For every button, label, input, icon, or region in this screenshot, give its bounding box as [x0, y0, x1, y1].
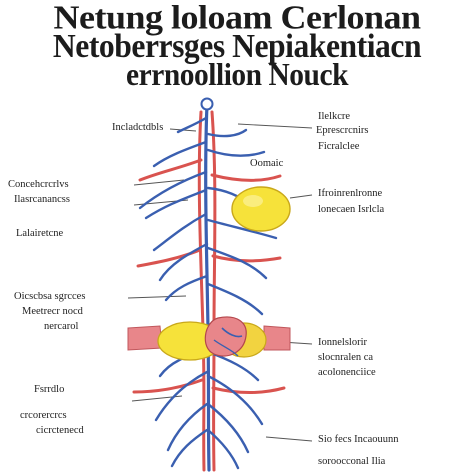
nerve-branch [138, 170, 208, 210]
leader-line [265, 436, 313, 442]
label-left-top: Incladctdbls [112, 122, 164, 133]
nerve-branch [166, 402, 209, 452]
label-left-upper-3: Lalairetcne [16, 228, 64, 239]
nerve-branch [206, 148, 266, 157]
nerve-branch [206, 218, 278, 240]
nerve-branch [170, 428, 209, 468]
label-right-small: Oomaic [250, 158, 284, 169]
leader-lines [127, 123, 313, 442]
red-branch [132, 378, 204, 394]
blue-nerves [138, 102, 278, 472]
pink-organ-left [127, 325, 163, 351]
nerve-branch [164, 274, 209, 302]
organ-vessel [221, 327, 243, 338]
label-left-mid-3: nercarol [44, 321, 79, 332]
label-right-top-1: Ilelkcre [318, 111, 351, 122]
title-line-1: Netung loloam Cerlonan [53, 0, 422, 37]
organ-highlight [243, 195, 263, 207]
label-left-upper-2: Ilasrcanancss [14, 194, 70, 205]
label-right-mid-1: Ionnelslorir [318, 337, 367, 348]
nerve-branch [206, 246, 268, 280]
red-branch [211, 386, 286, 394]
nerve-branch [152, 140, 208, 168]
label-left-mid-1: Oicscbsa sgrcces [14, 291, 86, 302]
leader-line [289, 194, 313, 199]
red-branch [211, 254, 282, 263]
leader-line [127, 295, 187, 299]
leader-line [133, 179, 185, 186]
label-right-low-2: soroocconal Ilia [318, 456, 386, 467]
nerve-branch [144, 188, 208, 220]
red-trunk [197, 110, 206, 472]
central-organ-cluster [127, 316, 291, 361]
label-left-upper-1: Concehcrcrlvs [8, 179, 69, 190]
title-line-3: errnoollion Nouck [126, 56, 348, 92]
red-trunk-2 [210, 110, 217, 472]
nerve-branch [152, 212, 208, 252]
label-right-low-1: Sio fecs Incaouunn [318, 434, 399, 445]
nerve-branch [206, 402, 250, 454]
label-right-upper-1: Ifroinrenlronne [318, 188, 383, 199]
nerve-origin-node [200, 97, 214, 111]
nerve-branch [158, 242, 209, 282]
pink-organ-right [263, 325, 291, 351]
red-branch [138, 158, 203, 182]
nerve-branch [206, 128, 248, 138]
nerve-branch [206, 282, 264, 316]
nerve-branch [176, 116, 208, 134]
label-right-mid-3: acolonenciice [318, 367, 376, 378]
label-right-top-2: Eprescrcnirs [316, 125, 369, 136]
leader-line [237, 123, 313, 129]
label-right-mid-2: slocnralen ca [318, 352, 374, 363]
nerve-branch [154, 370, 209, 422]
label-right-upper-2: lonecaen Isrlcla [318, 204, 385, 215]
organ-vessel [213, 339, 239, 357]
nerve-branch [206, 428, 240, 470]
label-left-mid-2: Meetrecr nocd [22, 306, 83, 317]
main-nerve-trunk [204, 102, 211, 472]
title-line-2: Netoberrsges Nepiakentiacn [52, 28, 422, 65]
label-right-top-3: Ficralclee [318, 141, 360, 152]
yellow-organ [231, 186, 291, 232]
red-branch [210, 173, 282, 182]
label-left-low-2: crcorercrcs [20, 410, 67, 421]
label-left-low-1: Fsrrdlo [34, 384, 65, 395]
label-left-low-3: cicrctenecd [36, 425, 84, 436]
nerve-branch [206, 374, 264, 426]
